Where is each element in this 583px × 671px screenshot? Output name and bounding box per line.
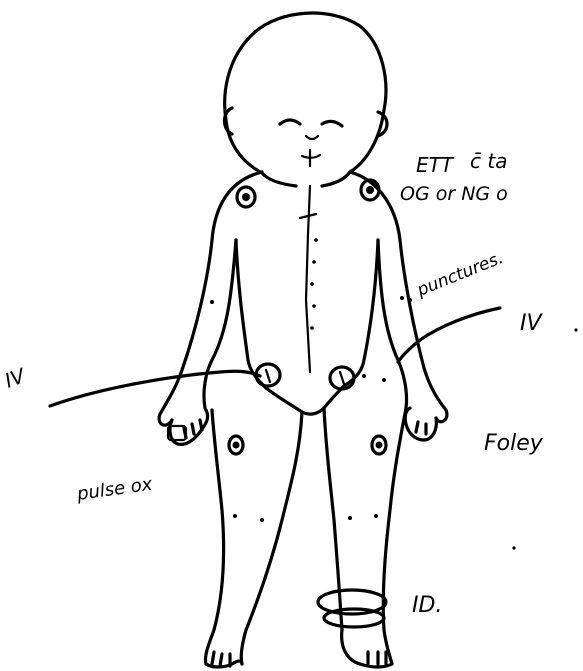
right-leg-inner — [324, 408, 342, 630]
neck-left — [262, 173, 296, 186]
right-femoral-site — [330, 367, 354, 389]
iv-left-label: IV — [2, 363, 30, 393]
incision-marks — [310, 238, 318, 330]
ett-continuation: c̄ ta — [470, 149, 507, 173]
right-leg-electrode — [372, 436, 386, 454]
right-arm-outline — [350, 172, 447, 422]
midline-incision — [306, 186, 310, 372]
og-ng-label: OG or NG o — [400, 183, 508, 205]
id-label: ID. — [412, 593, 442, 618]
left-leg-outer — [205, 410, 223, 664]
left-arm-outline — [159, 172, 262, 425]
right-eye — [322, 121, 342, 126]
foley-label: Foley — [484, 431, 544, 456]
id-bracelet — [318, 590, 386, 627]
groin-line — [266, 386, 344, 414]
left-eye — [280, 120, 300, 124]
pulse-ox-label: pulse ox — [75, 474, 154, 506]
left-leg-electrode — [229, 436, 243, 454]
punctures-label: punctures. — [413, 248, 506, 301]
left-leg-inner — [241, 412, 302, 664]
iv-line-left — [50, 371, 260, 406]
torso-right — [344, 240, 378, 386]
neck-right — [322, 172, 350, 186]
right-hand — [405, 408, 436, 440]
ett-label: ETT — [416, 153, 455, 177]
left-ear — [225, 108, 233, 134]
nose — [306, 136, 318, 139]
left-chest-electrode — [237, 187, 255, 207]
iv-right-label: IV — [520, 311, 543, 336]
infant-head — [225, 13, 386, 173]
left-foot — [206, 652, 242, 667]
